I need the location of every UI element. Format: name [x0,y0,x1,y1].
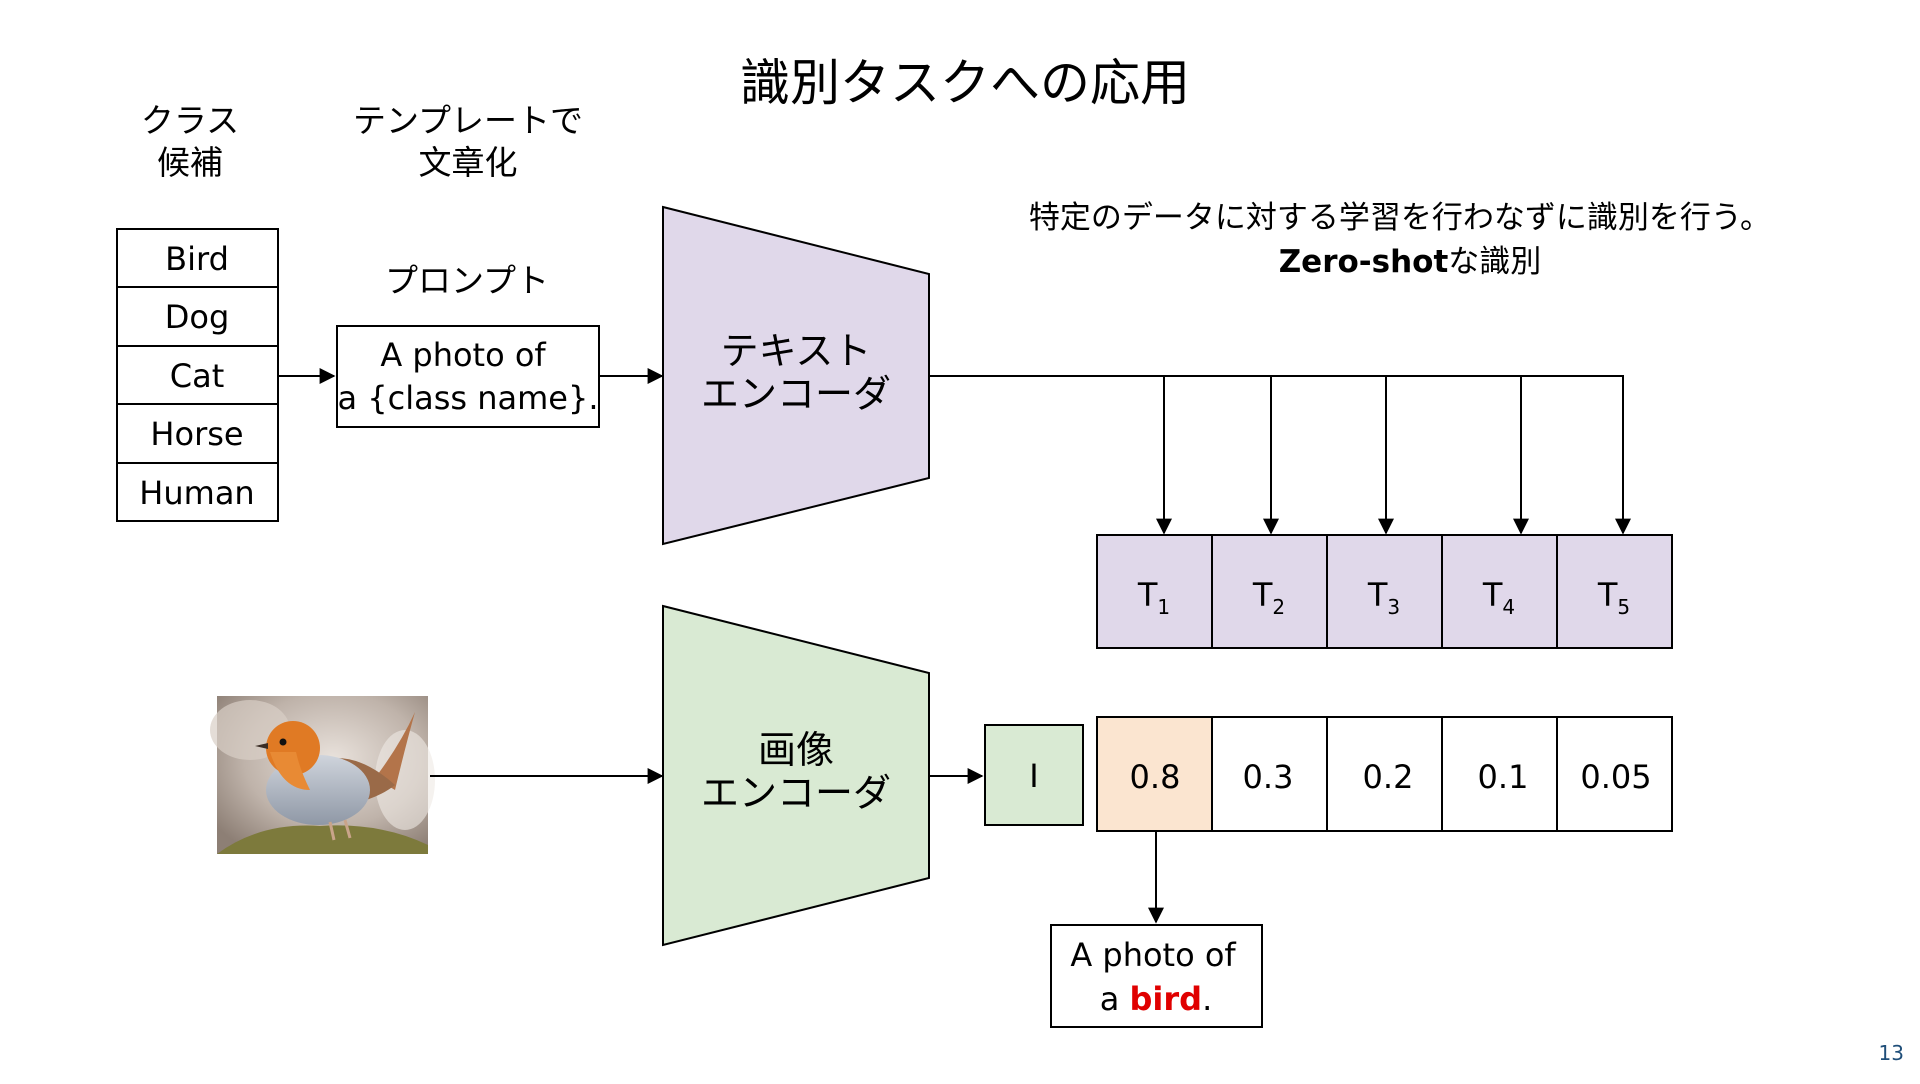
bird-beak [255,743,268,749]
score-value: 0.8 [1130,758,1181,796]
class-list-frame [116,228,279,522]
bird-photo [210,696,435,854]
text-feature-label: T4 [1482,576,1515,619]
class-item: Human [139,474,254,512]
result-box [1050,924,1263,1028]
prompt-heading: プロンプト [385,261,549,300]
text-encoder-label-line2: エンコーダ [701,372,891,416]
image-feature-box [984,724,1084,826]
text-feature-label: T2 [1252,576,1285,619]
text-feature-cell [1211,534,1328,649]
template-heading: テンプレートで [353,101,583,140]
prompt-template-line2: a {class name}. [337,379,598,417]
text-encoder-label: テキスト [721,329,872,373]
class-item: Dog [165,298,230,336]
slide-title: 識別タスクへの応用 [740,54,1190,112]
text-feature-cell [1096,534,1213,649]
zero-shot-note: 特定のデータに対する学習を行わなずに識別を行う。 [1029,200,1771,236]
template-heading-line2: 文章化 [419,143,518,182]
text-feature-row: T1 T2 T3 T4 T5 [1096,534,1673,649]
text-feature-distribution [929,375,1631,535]
text-encoder [662,205,930,546]
text-feature-label: T1 [1137,576,1170,619]
bird-leg [343,819,352,839]
class-candidates-heading-line2: 候補 [157,143,223,182]
class-list: Bird Dog Cat Horse Human [116,228,279,522]
score-value: 0.2 [1363,758,1414,796]
distribution-bus [929,375,1631,535]
score-row: 0.8 0.3 0.2 0.1 0.05 [1096,716,1673,832]
class-item: Cat [170,357,225,395]
score-cell [1326,716,1443,832]
result-line2: a bird. [1100,980,1213,1018]
class-candidates-heading: クラス [141,101,239,140]
photo-moss [217,825,428,854]
bird-eye [279,738,287,746]
bird-throat [270,752,310,790]
prompt-template-line1: A photo of [380,336,546,374]
text-feature-label: T3 [1367,576,1400,619]
score-cell [1211,716,1328,832]
page-number: 13 [1879,1041,1904,1065]
photo-blur-spot [375,730,435,830]
bird-leg [328,821,336,841]
image-encoder [662,604,930,947]
score-cell [1556,716,1673,832]
image-feature-label: I [1029,757,1038,795]
image-encoder-label-line2: エンコーダ [701,771,891,815]
text-feature-label: T5 [1597,576,1630,619]
zero-shot-note-line2: Zero-shotな識別 [1279,244,1542,280]
bird-tail [375,712,415,790]
score-value: 0.1 [1478,758,1529,796]
text-feature-cell [1556,534,1673,649]
score-value: 0.3 [1243,758,1294,796]
class-item: Horse [150,415,243,453]
result-class-word: bird [1130,980,1203,1018]
result-line1: A photo of [1070,936,1236,974]
score-value: 0.05 [1580,758,1651,796]
image-encoder-label: 画像 [758,728,834,772]
prompt-template-box [336,325,600,428]
score-cell-highlight [1096,716,1213,832]
class-item: Bird [165,240,229,278]
